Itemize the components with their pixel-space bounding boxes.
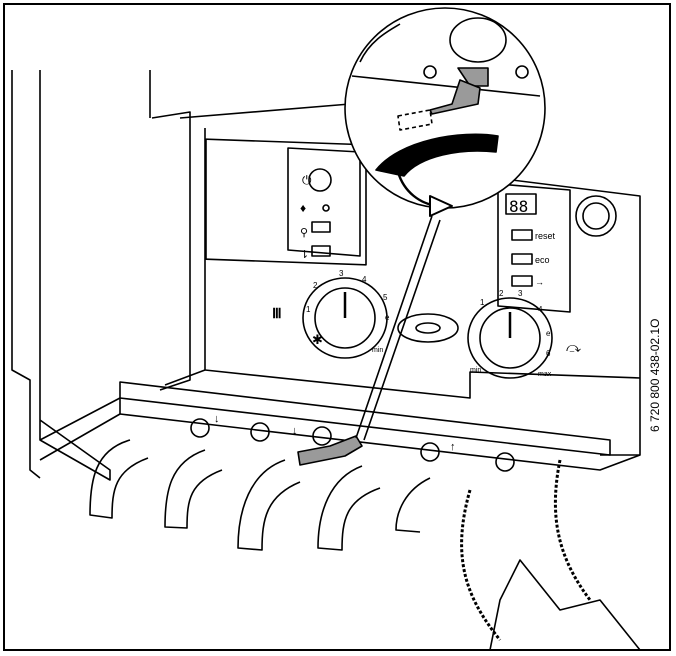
pipe-3 (237, 459, 301, 551)
hw-scale-1: 1 (480, 298, 485, 307)
valve-4 (420, 442, 440, 462)
hw-scale-e: e (546, 329, 551, 338)
flow-arrow-down-1: ↓ (292, 425, 298, 437)
hw-scale-2: 2 (499, 289, 504, 298)
zoom-pointer (355, 215, 441, 441)
display-window (505, 193, 537, 215)
detail-tap-handle (429, 79, 481, 115)
rotation-arrow (375, 133, 499, 177)
logo-badge (397, 313, 459, 343)
valve-body-detail (449, 17, 507, 63)
cabinet-left-wall (39, 70, 111, 481)
heating-dial-ring (302, 277, 388, 359)
siphon-funnel (489, 559, 641, 651)
power-icon: ⏻ (302, 173, 312, 187)
heating-scale-4: 4 (362, 275, 367, 284)
tap-icon: ⤼ (566, 339, 581, 355)
heating-scale-1: 1 (306, 305, 311, 314)
figure-border (3, 3, 671, 651)
valve-5 (495, 452, 515, 472)
reset-label: reset (535, 231, 556, 241)
hw-scale-4: 4 (538, 305, 543, 314)
pressure-gauge (575, 195, 617, 237)
heating-scale-e: e (385, 313, 390, 322)
snowflake-icon: ✱ (312, 332, 323, 347)
right-button-column (497, 183, 571, 313)
flow-arrow-up: ↑ (450, 441, 456, 453)
figure-number: 6 720 800 438-02.1O (648, 318, 662, 432)
eco-button (511, 253, 533, 265)
heating-min-label: min (372, 347, 383, 354)
wrench-icon: ⚲ (300, 227, 308, 239)
base-plate (119, 381, 611, 456)
hot-water-dial-ring (467, 297, 553, 379)
hot-water-dial-knob (479, 307, 541, 369)
hw-scale-3: 3 (518, 289, 523, 298)
pipe-5 (395, 477, 431, 533)
valve-2 (250, 422, 270, 442)
pipe-4 (317, 465, 381, 551)
heating-scale-5: 5 (383, 293, 388, 302)
hose-right (553, 459, 592, 601)
boiler-housing (179, 103, 351, 119)
chimney-label: → (535, 277, 544, 287)
hw-max-label: max (538, 371, 552, 378)
heating-scale-2: 2 (313, 281, 318, 290)
eco-label: eco (535, 255, 550, 265)
display-digits: 88 (509, 197, 528, 216)
valve-1 (190, 418, 210, 438)
reset-button (511, 229, 533, 241)
hw-min-label: min (470, 367, 481, 374)
valve-3 (312, 426, 332, 446)
left-button-column (287, 147, 361, 257)
hw-scale-6: 6 (546, 349, 551, 358)
chimney-button (511, 275, 533, 287)
pipe-1 (89, 439, 149, 519)
flame-icon: ♦ (300, 201, 306, 215)
hose-left (460, 489, 502, 641)
heating-scale-3: 3 (339, 269, 344, 278)
thermometer-icon: ⇂ (300, 249, 309, 261)
power-button (308, 168, 332, 192)
pipe-2 (164, 449, 223, 529)
radiator-icon: Ⅲ (272, 305, 282, 321)
flow-arrow-down-2: ↓ (214, 413, 220, 425)
heating-dial-knob (314, 287, 376, 349)
left-recess (205, 138, 367, 266)
